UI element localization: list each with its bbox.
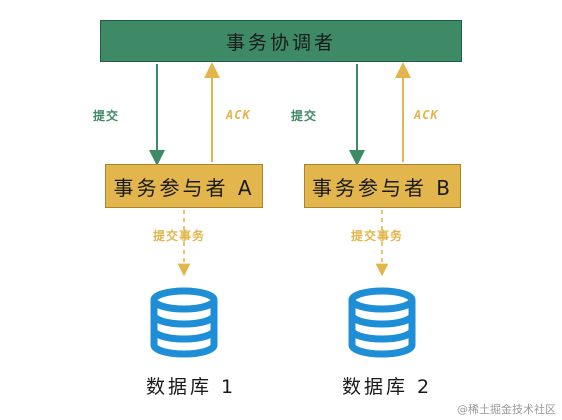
commit-label-a: 提交 — [93, 109, 120, 123]
watermark: @稀土掘金技术社区 — [457, 403, 556, 416]
database-icon — [150, 287, 218, 358]
commit-label-b: 提交 — [291, 109, 318, 123]
participant-a-label: 事务参与者 A — [113, 175, 255, 200]
local-commit-label-a: 提交事务 — [153, 229, 206, 243]
local-commit-label-b: 提交事务 — [351, 229, 404, 243]
participant-a-box: 事务参与者 A — [105, 164, 263, 208]
ack-label-a: ACK — [226, 108, 251, 122]
database-1-label: 数据库 1 — [146, 376, 237, 398]
database-2-label: 数据库 2 — [342, 376, 433, 398]
ack-label-b: ACK — [414, 108, 439, 122]
database-icon — [348, 287, 416, 358]
participant-b-box: 事务参与者 B — [304, 164, 461, 208]
coordinator-label: 事务协调者 — [225, 31, 336, 54]
coordinator-box: 事务协调者 — [100, 20, 462, 62]
participant-b-label: 事务参与者 B — [311, 175, 454, 200]
